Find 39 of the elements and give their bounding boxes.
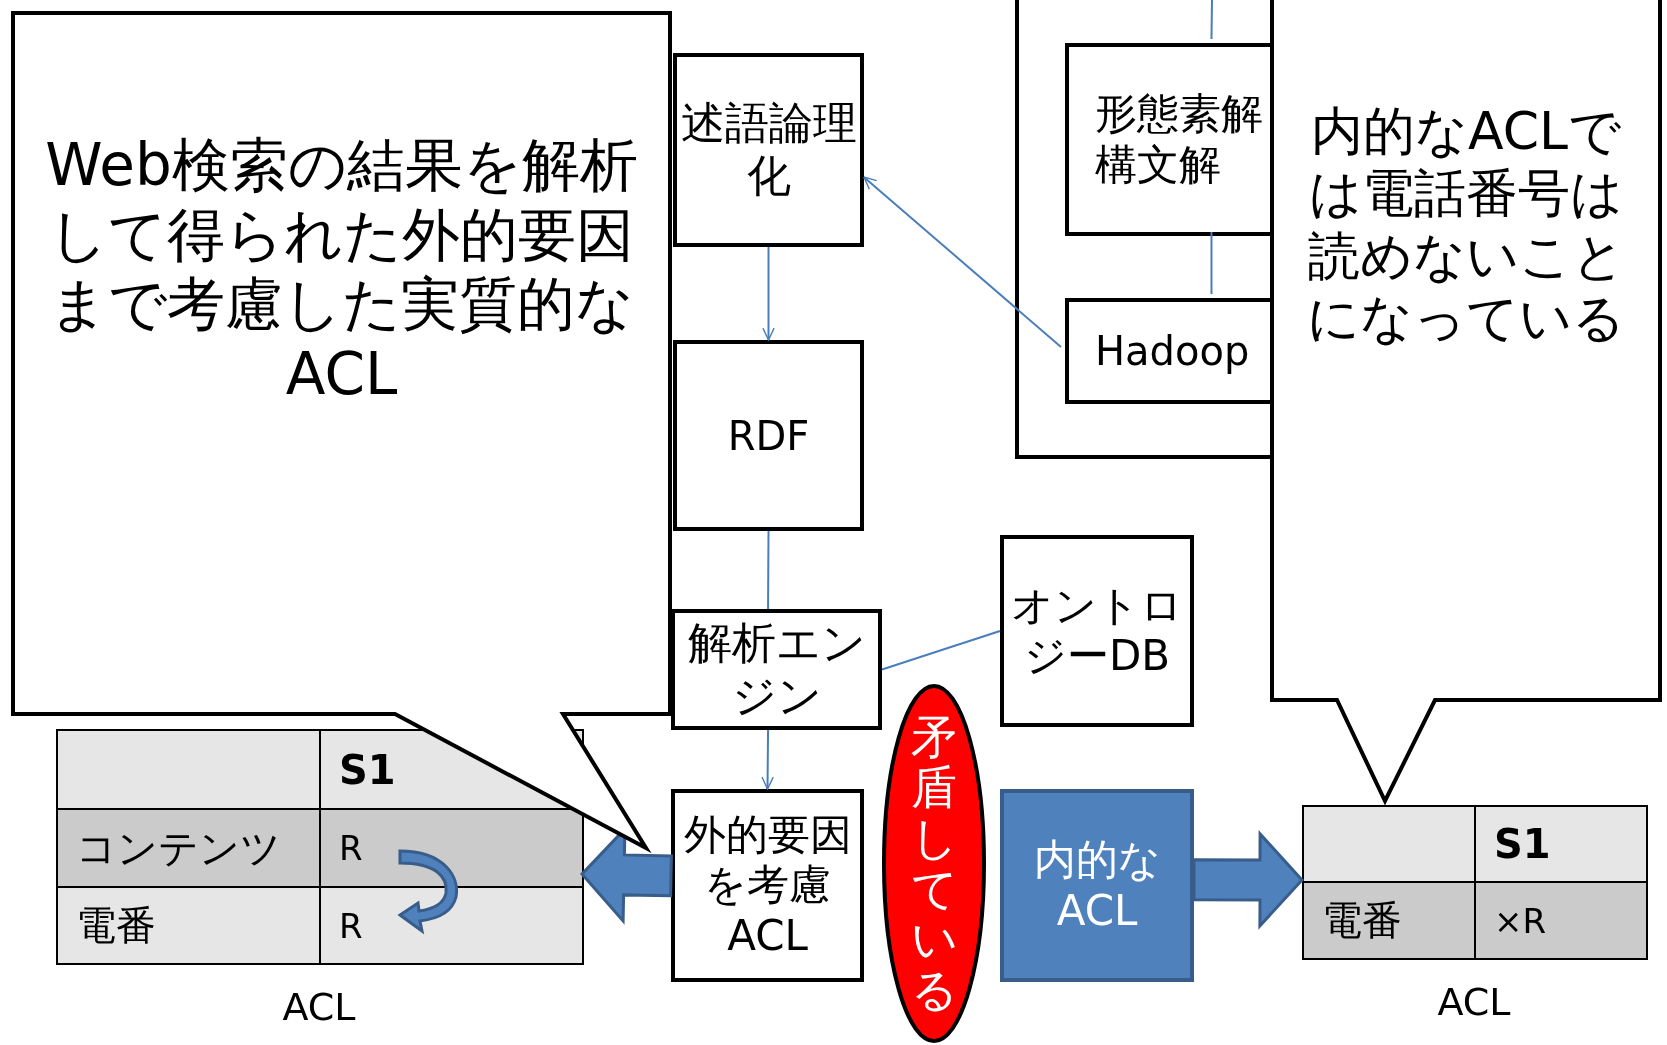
arrow [863,176,1062,348]
node-text: Web検索の結果を解析して得られた外的要因まで考慮した実質的なACL [44,131,639,410]
table-caption: ACL [1436,980,1512,1024]
acl-table [56,729,582,963]
process-box [673,340,864,531]
node-text: RDF [727,411,810,460]
speech-callout [1270,0,1662,803]
table-cell: R [319,886,584,965]
node-text: 形態素解構文解 [1095,89,1264,190]
node-text: Hadoop [1095,327,1250,375]
process-box [671,609,882,730]
table-cell: S1 [1474,805,1648,883]
node-text: オントロジーDB [1010,580,1184,682]
process-box [673,53,864,247]
table-cell: R [319,808,584,888]
arrow [761,729,774,790]
table-cell: 電番 [56,886,321,965]
connector-line [881,630,1001,671]
container-box [1015,0,1270,459]
table-caption: ACL [281,985,357,1029]
node-text: 内的なACL [1032,835,1162,936]
connector-line [1210,231,1213,295]
connector-line [1210,0,1213,40]
node-text: 内的なACLでは電話番号は読めないことになっている [1306,100,1626,350]
process-box [1000,789,1194,982]
node-text: 解析エンジン [686,616,867,723]
table-cell: コンテンツ [56,808,321,888]
warning-ellipse [882,684,986,1043]
process-box [671,789,864,982]
connector-line [767,530,770,610]
block-arrow [1192,830,1305,930]
table-cell: 電番 [1302,881,1476,960]
node-text: 述語論理化 [679,97,858,203]
node-text: 矛盾している [909,711,959,1016]
process-box [1000,535,1194,727]
acl-table [1302,805,1646,958]
table-cell: ×R [1474,881,1648,960]
arrow [762,246,775,341]
node-text: 外的要因を考慮ACL [682,809,853,962]
